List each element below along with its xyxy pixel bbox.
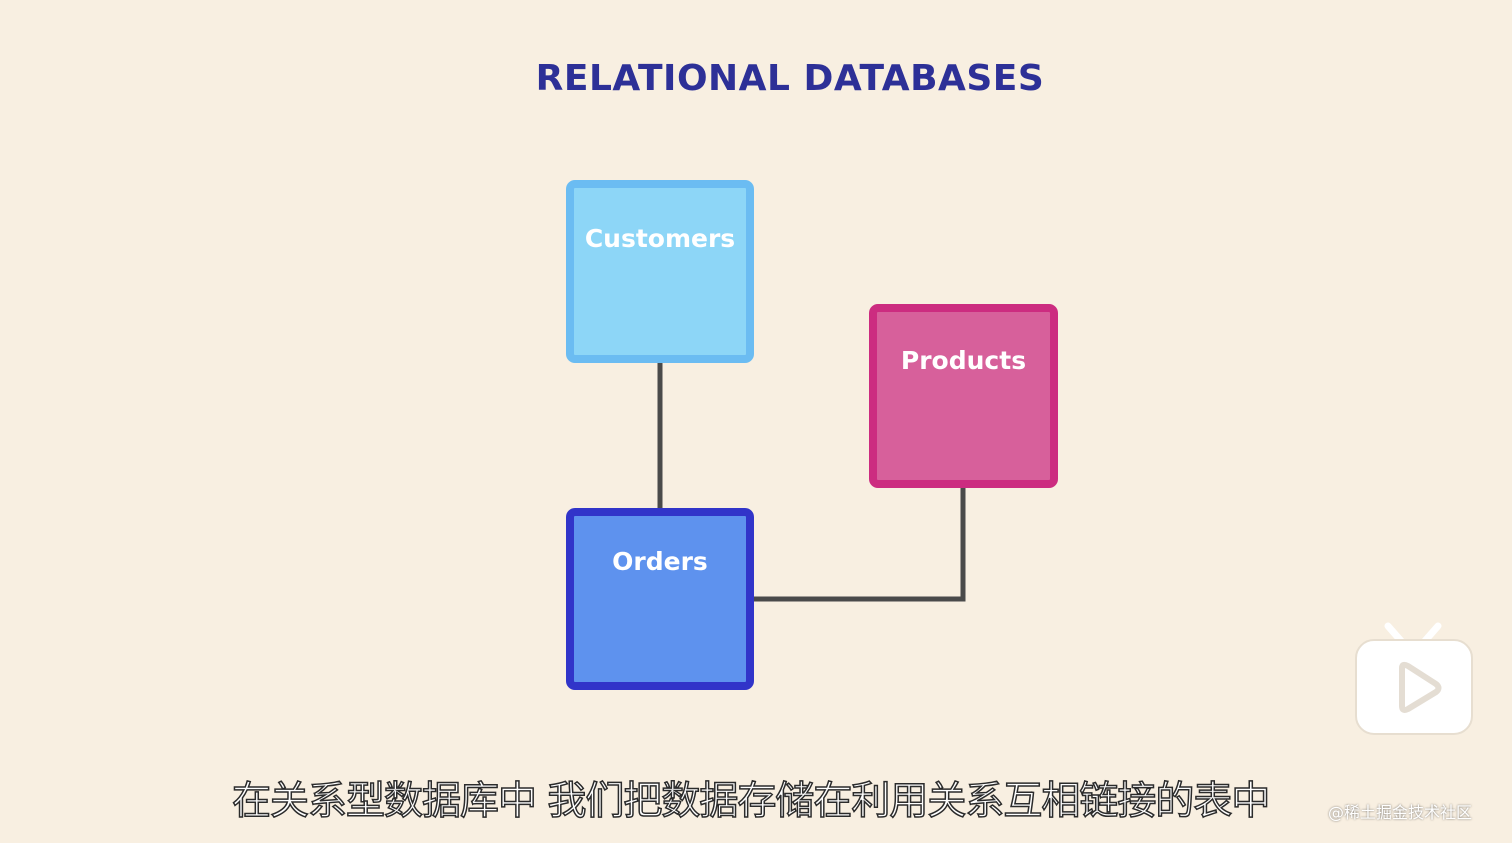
products-label: Products xyxy=(900,346,1027,375)
diagram-title: RELATIONAL DATABASES xyxy=(535,58,1045,99)
video-subtitle: 在关系型数据库中 我们把数据存储在利用关系互相链接的表中 xyxy=(231,778,1271,825)
orders-table: Orders xyxy=(566,508,754,690)
products-table: Products xyxy=(869,304,1058,488)
customers-label: Customers xyxy=(584,224,736,253)
play-tv-icon[interactable] xyxy=(1352,620,1476,738)
orders-label: Orders xyxy=(612,547,708,576)
watermark: @稀土掘金技术社区 xyxy=(1328,803,1473,822)
customers-table: Customers xyxy=(566,180,754,363)
connector-orders-products xyxy=(754,488,966,602)
